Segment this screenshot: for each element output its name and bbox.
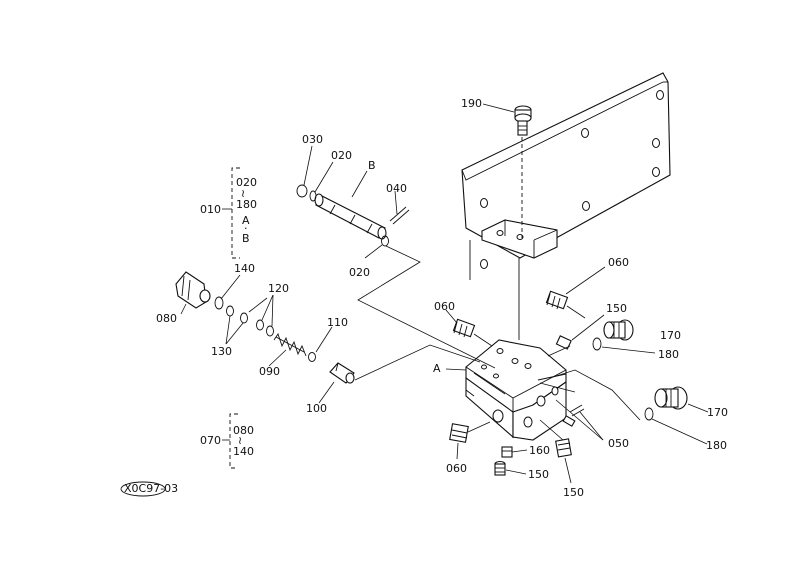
group-070-label: 070 — [200, 434, 221, 447]
label-a-body: A — [433, 362, 441, 375]
label-090: 090 — [259, 365, 280, 378]
fitting-170-lower — [654, 386, 688, 410]
oring-020-a — [309, 190, 317, 202]
fitting-path-line — [549, 369, 641, 421]
bolt-190 — [514, 105, 532, 136]
pin-040 — [389, 206, 410, 225]
part-labels: 190 030 020 B 040 020 060 060 150 170 18… — [156, 97, 728, 499]
oring-180-upper — [592, 337, 602, 351]
label-060-b: 060 — [434, 300, 455, 313]
oring-120-b — [266, 325, 274, 337]
label-020-a: 020 — [331, 149, 352, 162]
drawing-stamp: X0C97-03 — [120, 481, 178, 497]
frame-plate — [461, 72, 671, 280]
washer-130-b — [240, 312, 248, 324]
ring-030 — [296, 184, 308, 198]
group-010-item-1: 020 — [236, 176, 257, 189]
plug-150-side — [562, 415, 576, 427]
oring-180-lower — [644, 407, 654, 421]
port-path-line — [539, 382, 576, 393]
valve-body — [465, 339, 567, 441]
plug-060-c — [449, 423, 469, 443]
label-140: 140 — [234, 262, 255, 275]
spool-to-valve-line — [354, 344, 481, 381]
label-130: 130 — [211, 345, 232, 358]
group-010-item-4: B — [242, 232, 250, 245]
washer-130-a — [226, 305, 234, 317]
group-070: 070 080 ≀ 140 — [200, 413, 254, 469]
plug-150-upper — [555, 335, 572, 350]
group-010-item-2: 180 — [236, 198, 257, 211]
label-150-a: 150 — [606, 302, 627, 315]
oring-020-b — [381, 235, 389, 247]
label-040: 040 — [386, 182, 407, 195]
label-150-c: 150 — [563, 486, 584, 499]
label-120: 120 — [268, 282, 289, 295]
group-070-item-1: 080 — [233, 424, 254, 437]
range-tilde-010: ≀ — [241, 187, 245, 200]
label-150-b: 150 — [528, 468, 549, 481]
fitting-080 — [175, 271, 211, 309]
oring-120-a — [256, 319, 264, 331]
group-010-label: 010 — [200, 203, 221, 216]
label-060-c: 060 — [446, 462, 467, 475]
plug-060-b — [452, 318, 476, 338]
spool-b — [314, 193, 387, 240]
label-060-a: 060 — [608, 256, 629, 269]
spring-090 — [273, 332, 307, 357]
range-tilde-070: ≀ — [238, 434, 242, 447]
oring-140 — [214, 296, 224, 310]
fitting-170-upper — [603, 319, 634, 341]
leader-lines — [180, 103, 709, 484]
washer-110 — [308, 352, 316, 362]
label-050: 050 — [608, 437, 629, 450]
spool-100 — [329, 362, 355, 384]
plug-060-a — [545, 290, 569, 310]
drawing-stamp-text: X0C97-03 — [124, 482, 178, 495]
label-030: 030 — [302, 133, 323, 146]
label-180-b: 180 — [706, 439, 727, 452]
plug-160 — [501, 446, 513, 458]
separator-dot-010: · — [244, 222, 248, 235]
label-170-a: 170 — [660, 329, 681, 342]
label-020-b: 020 — [349, 266, 370, 279]
plug-150-bottom-left — [494, 460, 506, 476]
group-010-item-3: A — [242, 214, 250, 227]
label-180-a: 180 — [658, 348, 679, 361]
group-010: 010 020 ≀ 180 A · B — [200, 167, 257, 259]
label-100: 100 — [306, 402, 327, 415]
plug-150-bottom-right — [555, 438, 572, 458]
label-110: 110 — [327, 316, 348, 329]
group-070-item-2: 140 — [233, 445, 254, 458]
label-170-b: 170 — [707, 406, 728, 419]
assembly-bracket-line — [357, 245, 496, 369]
label-080: 080 — [156, 312, 177, 325]
label-160: 160 — [529, 444, 550, 457]
label-190: 190 — [461, 97, 482, 110]
label-b-spool: B — [368, 159, 376, 172]
